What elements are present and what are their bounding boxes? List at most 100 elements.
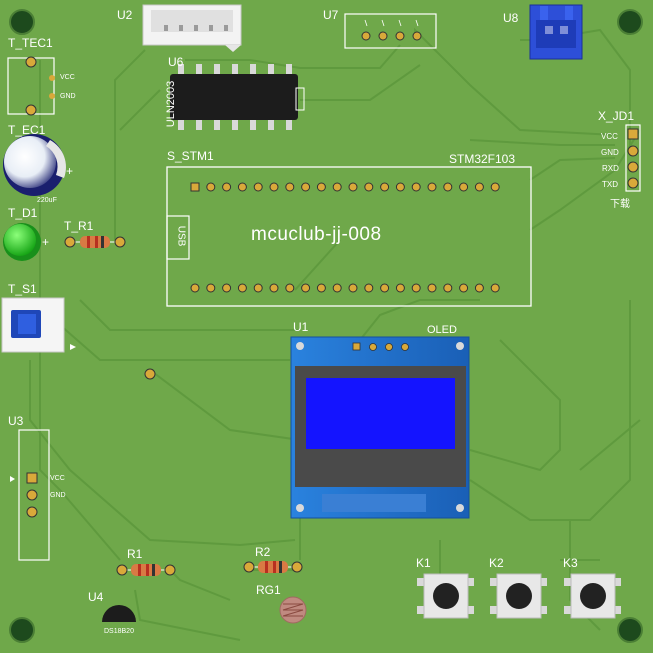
stm32-pin-pad xyxy=(269,283,279,293)
uln2003-label: ULN2003 xyxy=(165,80,178,128)
u3-label: U3 xyxy=(8,414,24,428)
jd1-txd-label: TXD xyxy=(602,180,618,189)
stm32-pin-pad xyxy=(474,283,484,293)
stm32-pin-pad xyxy=(380,283,390,293)
u4-label: U4 xyxy=(88,590,104,604)
transistor-icon xyxy=(102,605,136,622)
stm32-pin-pad xyxy=(459,283,469,293)
u3-gnd-label: GND xyxy=(50,492,66,499)
u3-vcc-label: VCC xyxy=(50,475,65,482)
stm32-pin-pad xyxy=(285,283,295,293)
stm32-pin-pad xyxy=(380,182,390,192)
u4-part-label: DS18B20 xyxy=(104,628,134,635)
u2-connector xyxy=(142,4,242,52)
stm32-pin-pad xyxy=(364,283,374,293)
via-pad xyxy=(144,368,156,380)
t-tec1-outline xyxy=(7,56,55,116)
t-d1-label: T_D1 xyxy=(8,206,38,220)
cap-plus-sign: + xyxy=(66,164,74,178)
u6-label: U6 xyxy=(168,55,184,69)
stm32-pin-pad xyxy=(253,283,263,293)
stm32-pin-pad xyxy=(348,182,358,192)
u8-usb-connector xyxy=(529,4,583,60)
mcu-board-title: mcuclub-jj-008 xyxy=(251,224,382,245)
stm32-pin-pad xyxy=(332,283,342,293)
mounting-hole-icon xyxy=(9,9,643,643)
stm32-pin-pad xyxy=(253,182,263,192)
k2-label: K2 xyxy=(489,556,504,570)
t-s1-label: T_S1 xyxy=(8,282,37,296)
oled-label: OLED xyxy=(427,324,457,336)
resistor-icon xyxy=(116,564,176,576)
stm32-pin-pad xyxy=(427,182,437,192)
button-icon xyxy=(417,573,621,619)
ic-chip-icon xyxy=(170,64,305,130)
resistor-icon xyxy=(64,236,126,248)
stm32-pin-pad xyxy=(222,182,232,192)
jd1-vcc-label: VCC xyxy=(601,132,618,141)
capacitor-icon xyxy=(3,134,66,196)
stm32-pin-pad xyxy=(222,283,232,293)
jd1-rxd-label: RXD xyxy=(602,164,619,173)
stm32-label: STM32F103 xyxy=(449,152,516,166)
u8-label: U8 xyxy=(503,11,519,25)
rg1-label: RG1 xyxy=(256,583,281,597)
k3-label: K3 xyxy=(563,556,578,570)
stm32-pin-pad xyxy=(427,283,437,293)
stm32-pin-pad xyxy=(206,182,216,192)
u2-label: U2 xyxy=(117,8,133,22)
u1-label: U1 xyxy=(293,320,309,334)
r2-label: R2 xyxy=(255,545,271,559)
stm32-module-outline xyxy=(166,166,532,307)
stm32-pin-pad xyxy=(348,283,358,293)
stm32-pin-pad xyxy=(316,283,326,293)
jd1-gnd-label: GND xyxy=(601,148,619,157)
stm32-pin-pad xyxy=(269,182,279,192)
stm32-pin-pad xyxy=(301,283,311,293)
r1-label: R1 xyxy=(127,547,143,561)
oled-icon xyxy=(290,336,470,519)
stm32-pin-pad xyxy=(364,182,374,192)
ldr-icon xyxy=(279,596,307,624)
download-label: 下载 xyxy=(610,199,630,210)
k1-label: K1 xyxy=(416,556,431,570)
t-ec1-label: T_EC1 xyxy=(8,123,46,137)
stm32-pin-pad xyxy=(490,182,500,192)
stm32-pin-pad xyxy=(332,182,342,192)
tec-gnd-label: GND xyxy=(60,93,76,100)
stm32-pin-pad xyxy=(395,283,405,293)
stm32-pin-pad xyxy=(285,182,295,192)
x-jd1-label: X_JD1 xyxy=(598,109,635,123)
stm32-pin-pad xyxy=(206,283,216,293)
stm32-pin-pad xyxy=(443,283,453,293)
stm32-pin-pad xyxy=(411,283,421,293)
switch-icon xyxy=(1,297,76,353)
stm32-pin-pad xyxy=(490,283,500,293)
stm32-pin-pad xyxy=(190,182,200,192)
x-jd1-header xyxy=(625,124,641,192)
stm32-pin-pad xyxy=(459,182,469,192)
stm32-pin-pad xyxy=(443,182,453,192)
usb-label: USB xyxy=(175,225,187,247)
u7-label: U7 xyxy=(323,8,339,22)
stm32-pin-pad xyxy=(316,182,326,192)
stm32-pin-pad xyxy=(237,283,247,293)
stm32-pin-pad xyxy=(411,182,421,192)
t-tec1-label: T_TEC1 xyxy=(8,36,53,50)
led-plus-sign: + xyxy=(42,235,50,249)
u3-sensor-module xyxy=(10,429,50,561)
stm32-pin-pad xyxy=(474,182,484,192)
stm32-pin-pad xyxy=(395,182,405,192)
resistor-icon xyxy=(243,561,303,573)
stm32-pin-pad xyxy=(237,182,247,192)
tec-vcc-label: VCC xyxy=(60,74,75,81)
stm32-pin-pad xyxy=(190,283,200,293)
led-icon xyxy=(3,223,41,261)
t-r1-label: T_R1 xyxy=(64,219,94,233)
capacitor-value: 220uF xyxy=(37,197,57,204)
u7-header xyxy=(344,13,437,49)
s-stm1-label: S_STM1 xyxy=(167,149,214,163)
